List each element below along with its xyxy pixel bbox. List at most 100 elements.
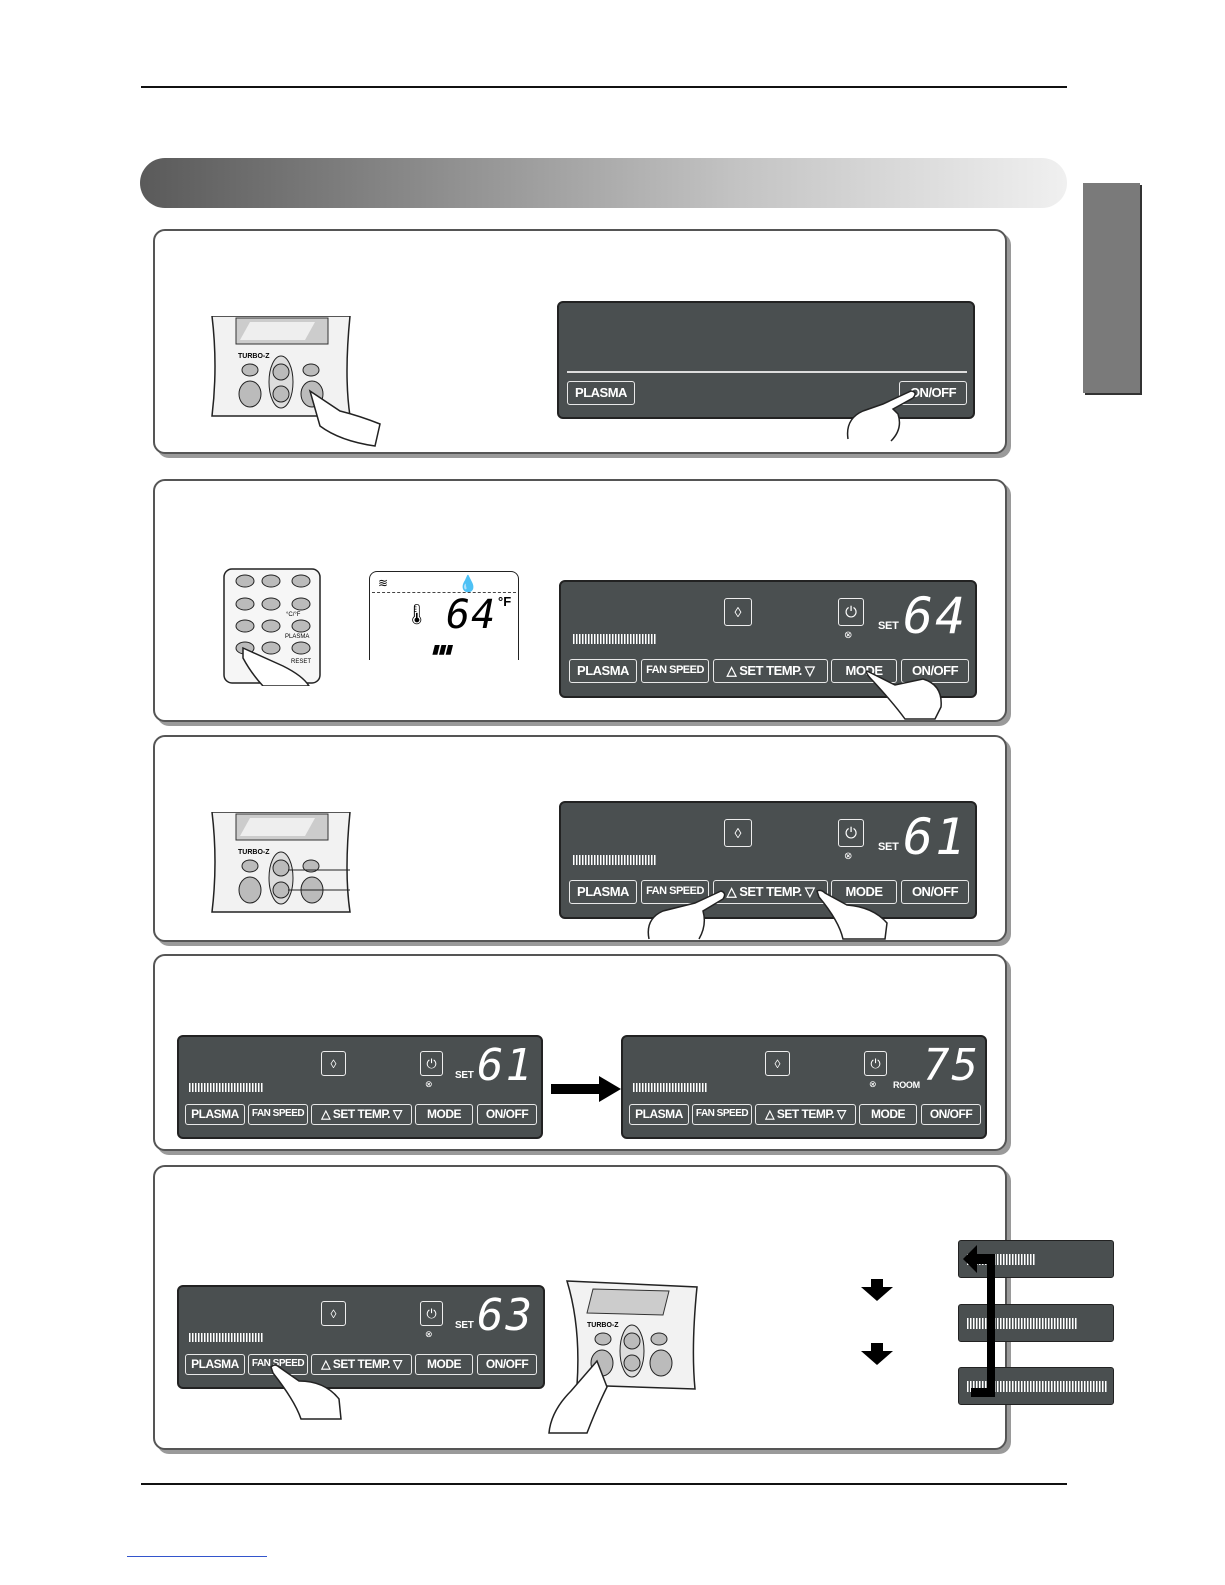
cycle-return-arrow-icon [963, 1245, 995, 1397]
onoff-button[interactable]: ON/OFF [901, 880, 969, 904]
set-temp-button[interactable]: △ SET TEMP. ▽ [755, 1104, 856, 1125]
fan-speed-bars [967, 1318, 1077, 1329]
step-5-box: ◊ ⏻ ⊗ SET 63 PLASMA FAN SPEED △ SET TEMP… [153, 1165, 1114, 1450]
drop-icon: ◊ [724, 598, 752, 626]
reset-label-text: RESET [291, 659, 311, 665]
set-digits: 61 [903, 808, 968, 866]
power-icon: ⏻ [838, 819, 864, 847]
onoff-button[interactable]: ON/OFF [899, 381, 967, 405]
lcd-temp: 64 [446, 592, 497, 638]
header-rule [141, 86, 1067, 88]
step-4-box: ◊ ⏻ ⊗ SET 61 PLASMA FAN SPEED △ SET TEMP… [153, 954, 1007, 1151]
fan-speed-high [958, 1367, 1114, 1405]
footer-link-underline [127, 1556, 267, 1557]
footer-rule [141, 1483, 1067, 1485]
drop-icon: ◊ [765, 1051, 790, 1076]
panel-divider [567, 371, 967, 373]
pointing-hand-icon [270, 1364, 342, 1420]
down-arrow-icon [861, 1343, 893, 1365]
fan-speed-bars [573, 855, 657, 865]
pointing-hand-up-icon [647, 890, 726, 940]
set-temp-button[interactable]: △ SET TEMP. ▽ [713, 659, 828, 683]
onoff-button[interactable]: ON/OFF [477, 1354, 537, 1375]
fan-small-icon: ⊗ [869, 1079, 877, 1089]
signal-icon: ≋ [378, 576, 389, 590]
fan-speed-bars [189, 1333, 263, 1342]
room-digits: 75 [923, 1040, 980, 1091]
plasma-button[interactable]: PLASMA [567, 381, 635, 405]
turbo-label-text: TURBO-Z [238, 353, 270, 360]
drop-icon: ◊ [724, 819, 752, 847]
turbo-label-text: TURBO-Z [238, 849, 270, 856]
power-icon: ⏻ [420, 1301, 443, 1326]
mode-button[interactable]: MODE [415, 1354, 473, 1375]
onoff-button[interactable]: ON/OFF [901, 659, 969, 683]
cf-label-text: °C/°F [286, 612, 301, 618]
fan-speed-bars [967, 1381, 1107, 1392]
set-label: SET [455, 1320, 474, 1331]
section-banner [140, 158, 1067, 208]
plasma-button[interactable]: PLASMA [569, 880, 637, 904]
fan-speed-bars [189, 1083, 263, 1092]
right-arrow-icon [551, 1076, 621, 1102]
fan-speed-bars [633, 1083, 707, 1092]
step-3-box: TURBO-Z ◊ ⏻ ⊗ SET 61 PLASMA FAN SPEED △ … [153, 735, 1007, 942]
plasma-button[interactable]: PLASMA [629, 1104, 689, 1125]
mode-button[interactable]: MODE [831, 880, 897, 904]
fan-speed-bars [967, 1254, 1035, 1265]
control-panel: ◊ ⏻ ⊗ SET 61 PLASMA FAN SPEED △ SET TEMP… [559, 801, 977, 919]
fan-level-icon: ▮▮▮ [432, 642, 452, 656]
drop-icon: ◊ [321, 1301, 346, 1326]
set-temp-button[interactable]: △ SET TEMP. ▽ [311, 1354, 412, 1375]
set-digits: 61 [477, 1040, 534, 1091]
fan-speed-button[interactable]: FAN SPEED [641, 659, 709, 683]
control-panel: ◊ ⏻ ⊗ SET 63 PLASMA FAN SPEED △ SET TEMP… [177, 1285, 545, 1389]
set-temp-button[interactable]: △ SET TEMP. ▽ [713, 880, 828, 904]
control-panel-before: ◊ ⏻ ⊗ SET 61 PLASMA FAN SPEED △ SET TEMP… [177, 1035, 543, 1139]
step-1-box: TURBO-Z PLASMA ON/OFF [153, 229, 1007, 454]
turbo-label-text: TURBO-Z [587, 1322, 619, 1329]
fan-small-icon: ⊗ [425, 1079, 433, 1089]
control-panel-after: ◊ ⏻ ⊗ ROOM 75 PLASMA FAN SPEED △ SET TEM… [621, 1035, 987, 1139]
chapter-side-tab [1083, 183, 1140, 393]
fan-speed-bars [573, 634, 657, 644]
mode-button[interactable]: MODE [415, 1104, 473, 1125]
onoff-button[interactable]: ON/OFF [477, 1104, 537, 1125]
control-panel: ◊ ⏻ ⊗ SET 64 PLASMA FAN SPEED △ SET TEMP… [559, 580, 977, 698]
power-icon: ⏻ [420, 1051, 443, 1076]
fan-speed-medium [958, 1304, 1114, 1342]
power-icon: ⏻ [864, 1051, 887, 1076]
plasma-button[interactable]: PLASMA [185, 1354, 245, 1375]
remote-lcd: ≋ 💧 🌡 64 °F ▮▮▮ [369, 571, 519, 660]
dehumidify-drop-icon: 💧 [458, 576, 478, 593]
pointing-hand-down-icon [816, 889, 888, 940]
fan-speed-low [958, 1240, 1114, 1278]
plasma-label-text: PLASMA [285, 634, 309, 640]
lcd-unit: °F [498, 594, 512, 609]
plasma-button[interactable]: PLASMA [185, 1104, 245, 1125]
fan-small-icon: ⊗ [425, 1329, 433, 1339]
drop-icon: ◊ [321, 1051, 346, 1076]
pointing-hand-icon [846, 390, 916, 442]
fan-speed-button[interactable]: FAN SPEED [248, 1104, 308, 1125]
set-label: SET [878, 841, 899, 853]
fan-small-icon: ⊗ [844, 630, 853, 641]
set-label: SET [455, 1070, 474, 1081]
lcd-divider [372, 592, 516, 594]
step-2-box: °C/°F PLASMA RESET ≋ 💧 🌡 64 °F ▮▮▮ ◊ ⏻ ⊗… [153, 479, 1007, 722]
down-arrow-icon [861, 1279, 893, 1301]
remote-control-lower-illustration: °C/°F PLASMA RESET [223, 568, 321, 686]
fan-small-icon: ⊗ [844, 851, 853, 862]
plasma-button[interactable]: PLASMA [569, 659, 637, 683]
set-label: SET [878, 620, 899, 632]
onoff-button[interactable]: ON/OFF [921, 1104, 981, 1125]
pointing-hand-icon [865, 670, 942, 720]
mode-button[interactable]: MODE [859, 1104, 917, 1125]
room-label: ROOM [893, 1080, 920, 1090]
set-digits: 64 [903, 587, 968, 645]
fan-speed-button[interactable]: FAN SPEED [641, 880, 709, 904]
power-icon: ⏻ [838, 598, 864, 626]
set-temp-button[interactable]: △ SET TEMP. ▽ [311, 1104, 412, 1125]
fan-speed-button[interactable]: FAN SPEED [692, 1104, 752, 1125]
thermometer-icon: 🌡 [404, 604, 430, 626]
